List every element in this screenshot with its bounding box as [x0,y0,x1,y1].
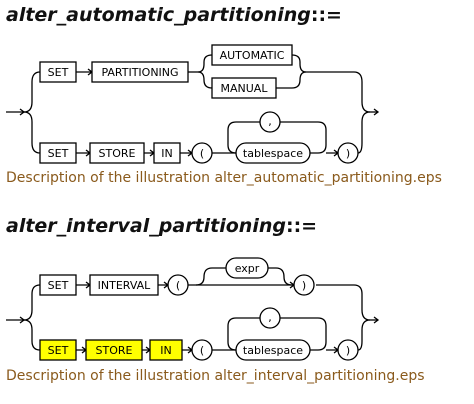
store-keyword: STORE [99,147,136,160]
choice-branch-up [197,54,213,73]
choice-branch-down [197,71,213,89]
caption-interval[interactable]: Description of the illustration alter_in… [6,368,425,384]
rparen-token [337,142,359,164]
choice-merge-up [291,54,307,73]
title-name: alter_interval_partitioning [6,215,286,237]
connector [182,346,194,354]
tablespace-label: tablespace [243,147,303,160]
partitioning-keyword: PARTITIONING [101,66,178,79]
connector [76,281,92,289]
branch-top [23,71,41,113]
exit-arrow [373,108,380,116]
branch-bottom [23,111,41,154]
in-keyword: IN [160,344,171,357]
connector [158,281,170,289]
comma-token [259,307,281,329]
connector [144,149,156,157]
in-keyword: IN [161,147,172,160]
interval-keyword: INTERVAL [98,279,152,292]
repeat-loop-right [280,317,327,351]
connector [180,149,194,157]
tablespace-label: tablespace [243,344,303,357]
title-separator: ::= [285,215,318,237]
title-separator: ::= [310,4,342,26]
repeat-loop-right [280,121,327,154]
set-keyword: SET [48,66,69,79]
set2-keyword: SET [48,344,69,357]
merge-top [353,71,371,113]
automatic-keyword: AUTOMATIC [220,49,285,62]
connector [76,346,88,354]
rparen-symbol: ) [302,279,306,292]
expr-label: expr [235,262,260,275]
optional-branch-out [268,267,293,286]
repeat-loop-left [227,317,260,351]
lparen-symbol: ( [176,279,180,292]
comma-token [259,111,281,133]
comma-symbol: , [268,311,272,324]
railroad-diagram-automatic: SET PARTITIONING AUTOMATIC MANUAL SET ST… [6,44,380,164]
branch-bottom [23,319,41,351]
connector [76,149,92,157]
choice-merge-down [276,71,307,89]
set-keyword: SET [48,279,69,292]
merge-top [316,284,371,321]
optional-branch-in [195,267,226,286]
branch-top [23,284,41,321]
store-keyword: STORE [96,344,133,357]
set2-keyword: SET [48,147,69,160]
manual-keyword: MANUAL [221,82,269,95]
section-title-interval: alter_interval_partitioning::= [6,215,317,237]
lparen-symbol: ( [200,147,204,160]
lparen2-symbol: ( [200,344,204,357]
merge-bottom [357,111,371,154]
connector [76,68,94,76]
repeat-loop-left [227,121,260,154]
exit-arrow [373,316,380,324]
caption-automatic[interactable]: Description of the illustration alter_au… [6,170,442,186]
comma-symbol: , [268,115,272,128]
title-name: alter_automatic_partitioning [6,4,311,26]
connector [326,346,340,354]
merge-bottom [357,319,371,351]
rparen-token [293,274,315,296]
rparen2-token [337,339,359,361]
connector [142,346,152,354]
rparen-symbol: ) [346,147,350,160]
expr-token [225,257,269,279]
rparen2-symbol: ) [346,344,350,357]
section-title-automatic: alter_automatic_partitioning::= [6,4,342,26]
connector [326,149,340,157]
railroad-diagram-interval: SET INTERVAL ( expr ) SET STORE IN ( tab… [6,257,380,361]
